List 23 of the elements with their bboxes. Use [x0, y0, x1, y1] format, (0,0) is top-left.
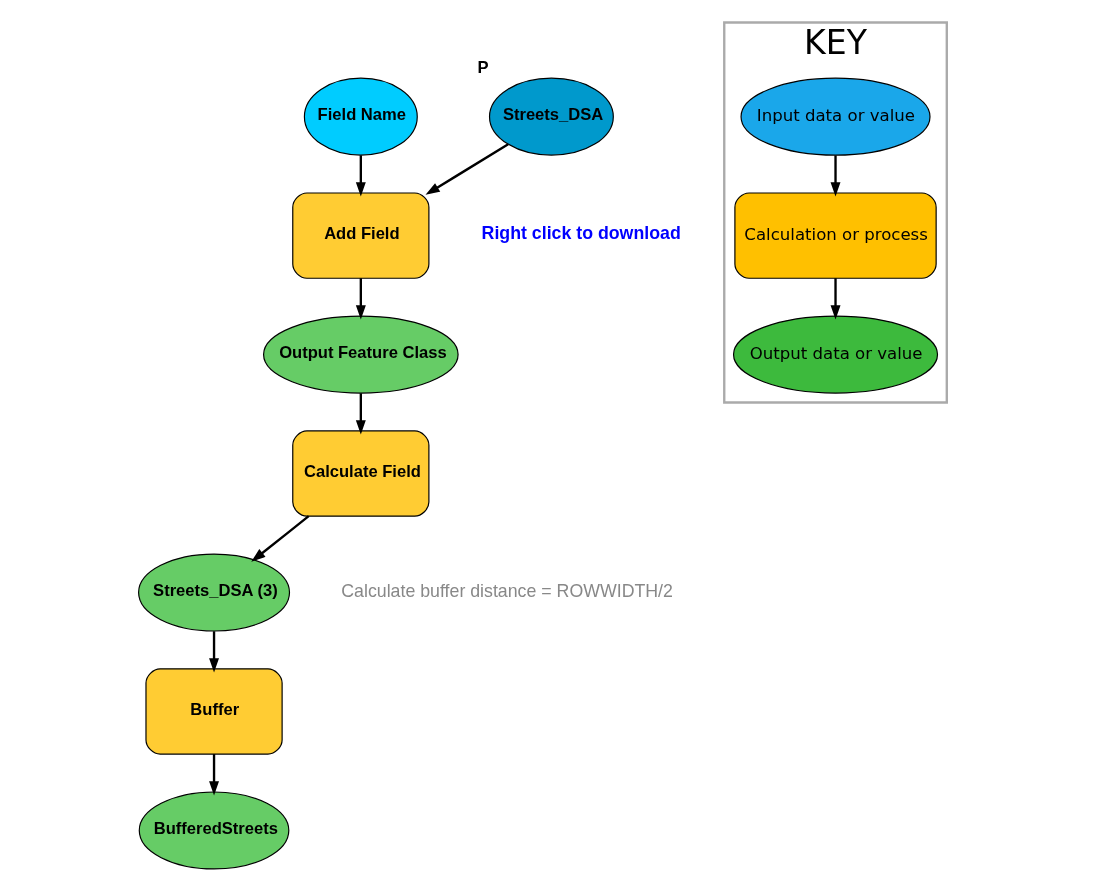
arrow	[355, 278, 366, 320]
arrow	[830, 155, 840, 197]
arrow	[830, 278, 840, 320]
node-ellipse: Output Feature Class	[262, 315, 459, 394]
node-label: P	[477, 57, 489, 77]
node-box: Calculation or process	[733, 192, 937, 279]
node-box: Buffer	[144, 668, 283, 755]
arrow	[425, 143, 509, 195]
node-ellipse: Streets_DSA	[488, 77, 614, 156]
node-box: Add Field	[291, 192, 429, 279]
arrow	[355, 393, 366, 435]
label: Calculate buffer distance = ROWWIDTH/2	[340, 580, 673, 601]
node-ellipse: Field Name	[303, 77, 418, 156]
arrow	[250, 515, 309, 562]
node-ellipse: Streets_DSA (3)	[137, 553, 290, 632]
node-ellipse: BufferedStreets	[138, 791, 289, 870]
arrow	[208, 631, 219, 673]
node-ellipse: Output data or value	[732, 315, 938, 394]
node-ellipse: Input data or value	[739, 77, 931, 156]
arrow	[355, 155, 366, 197]
node-box: Calculate Field	[291, 430, 429, 517]
label: Right click to download	[481, 222, 681, 243]
arrow	[208, 754, 219, 796]
